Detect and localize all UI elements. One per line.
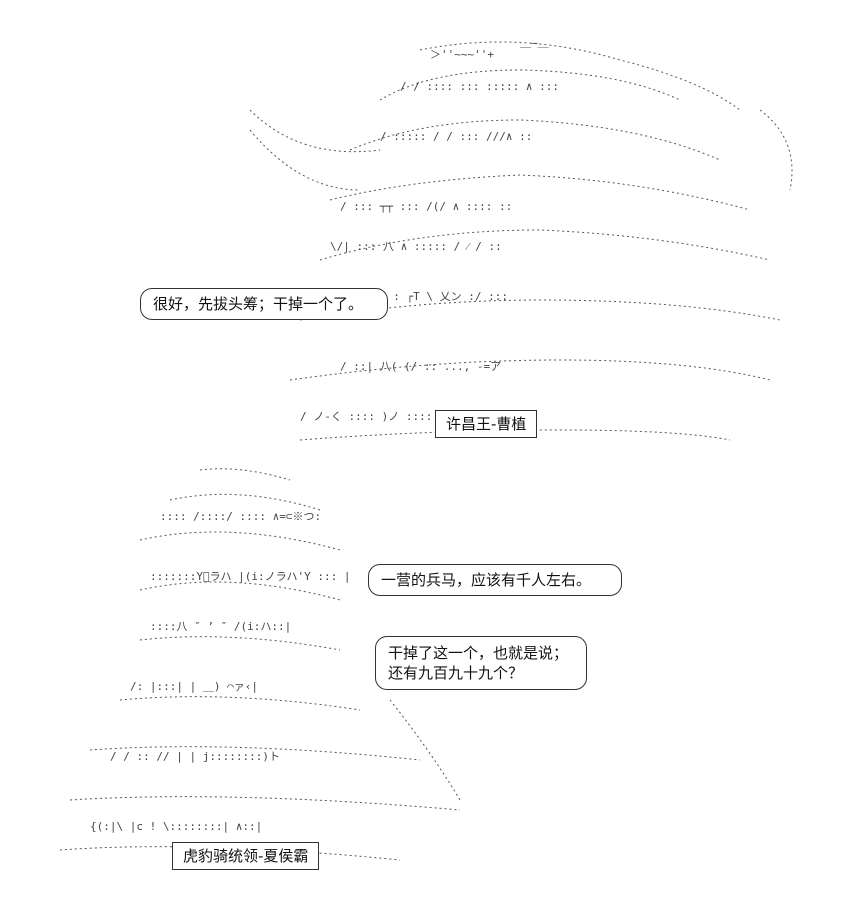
caption-text-top: 许昌王-曹植 — [446, 415, 527, 433]
svg-text:/: |:::| | ＿) ⌒ァ‹|: /: |:::| | ＿) ⌒ァ‹| — [130, 680, 258, 693]
character-caption-top: 许昌王-曹植 — [435, 410, 538, 438]
svg-text:/ ノ-く :::: )ノ :::: ∨ ::: / ノ-く :::: )ノ :::: ∨ :: — [300, 410, 465, 423]
speech-bubble-top: 很好，先拔头筹；干掉一个了。 — [140, 288, 388, 320]
caption-text-bottom: 虎豹骑统领-夏侯霸 — [183, 847, 309, 865]
svg-text:::::八 ″ ’ ″ /(i:ハ::|: ::::八 ″ ’ ″ /(i:ハ::| — [150, 620, 291, 633]
character-caption-bottom: 虎豹骑统领-夏侯霸 — [172, 842, 320, 870]
svg-text:＿―＿: ＿―＿ — [520, 36, 549, 49]
svg-text::::: /::::/ :::: ∧=⊂※つ:: :::: /::::/ :::: ∧=⊂※つ: — [160, 510, 321, 523]
svg-text:/ / :::: ::: ::::: ∧ :::: / / :::: ::: ::::: ∧ ::: — [400, 80, 559, 93]
speech-text-bottom-2-line-2: 还有九百九十九个？ — [388, 664, 524, 682]
svg-text:/ / :: // | | j::::::::: / / :: // | | j::::::::)ト — [110, 750, 280, 763]
speech-bubble-bottom-2: 干掉了这一个，也就是说； 还有九百九十九个？ — [375, 636, 587, 690]
svg-text:{(:|\ |c ! \::::::::| ∧:: {(:|\ |c ! \::::::::| ∧::| — [90, 820, 262, 833]
svg-text:＞''~~~''+: ＞''~~~''+ — [430, 48, 494, 61]
speech-text-top: 很好，先拔头筹；干掉一个了。 — [153, 295, 364, 313]
svg-text:/ ::| 八( (/ :: ..., -=ア: / ::| 八( (/ :: ..., -=ア — [340, 360, 501, 373]
svg-text:| : ┌T \ 乂ン :/ :::: | : ┌T \ 乂ン :/ ::: — [380, 290, 508, 303]
svg-text:/ ::::: / / ::: ///∧ ::: / ::::: / / ::: ///∧ :: — [380, 130, 532, 143]
speech-text-bottom-1: 一营的兵马，应该有千人左右。 — [381, 571, 592, 589]
speech-text-bottom-2-line-1: 干掉了这一个，也就是说； — [388, 644, 569, 662]
svg-text:\/| ::: 八 ∧ ::::: / ⁄ / ::: \/| ::: 八 ∧ ::::: / ⁄ / :: — [330, 240, 502, 253]
svg-text::::::::Y゙ラハ |(i:ノラハ'Y ::: |: :::::::Y゙ラハ |(i:ノラハ'Y ::: | — [150, 570, 350, 583]
svg-text:/ ::: ┬┬ ::: /(/ ∧ :::: ::: / ::: ┬┬ ::: /(/ ∧ :::: :: — [340, 200, 512, 213]
speech-bubble-bottom-1: 一营的兵马，应该有千人左右。 — [368, 564, 622, 596]
